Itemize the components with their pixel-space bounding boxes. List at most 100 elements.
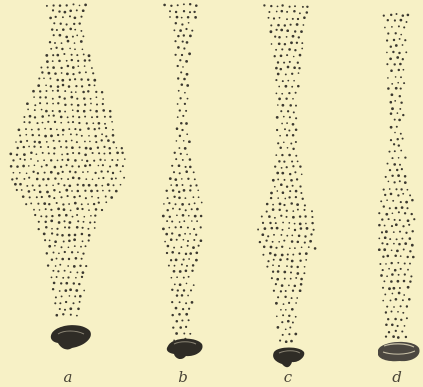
stipple-dot (78, 122, 80, 124)
stipple-dot (98, 127, 100, 129)
stipple-dot (285, 328, 287, 330)
stipple-dot (177, 46, 180, 49)
stipple-dot (75, 85, 77, 87)
stipple-dot (176, 294, 178, 296)
stipple-dot (73, 196, 75, 198)
stipple-dot (407, 256, 409, 258)
stipple-dot (39, 209, 41, 211)
stipple-dot (57, 183, 59, 185)
stipple-dot (185, 313, 188, 316)
stipple-dot (72, 302, 74, 304)
stipple-dot (185, 166, 187, 168)
stipple-dot (272, 179, 275, 182)
stipple-dot (401, 206, 404, 209)
stipple-dot (266, 266, 268, 268)
stipple-dot (400, 101, 402, 103)
stipple-dot (299, 223, 302, 226)
stipple-dot (274, 217, 276, 219)
stipple-dot (28, 177, 30, 179)
stipple-dot (386, 39, 388, 41)
stipple-dot (47, 178, 50, 181)
stipple-dot (193, 196, 195, 198)
stipple-dot (120, 184, 122, 186)
stipple-dot (294, 30, 296, 32)
stipple-dot (79, 129, 81, 131)
stipple-dot (400, 34, 402, 36)
stipple-dot (304, 204, 306, 206)
stipple-dot (96, 103, 98, 105)
stipple-dot (54, 177, 56, 179)
stipple-dot (88, 234, 91, 237)
stipple-dot (180, 122, 183, 125)
stipple-dot (180, 246, 182, 248)
stipple-dot (176, 214, 178, 216)
stipple-dot (263, 246, 266, 249)
stipple-dot (405, 51, 407, 53)
stipple-dot (391, 311, 393, 313)
stipple-dot (40, 215, 42, 217)
stipple-dot (169, 177, 172, 180)
stipple-dot (278, 98, 281, 101)
stipple-dot (181, 54, 183, 56)
stipple-dot (275, 49, 277, 51)
stipple-dot (179, 270, 182, 273)
stipple-dot (304, 242, 306, 244)
stipple-dot (276, 315, 278, 317)
stipple-dot (95, 110, 98, 113)
stipple-dot (50, 171, 53, 174)
stipple-dot (98, 177, 100, 179)
stipple-dot (65, 140, 67, 142)
stipple-dot (190, 185, 192, 187)
stipple-dot (115, 164, 118, 167)
stipple-dot (84, 65, 86, 67)
stipple-dot (88, 54, 91, 57)
stipple-dot (301, 42, 303, 44)
stipple-dot (399, 180, 401, 182)
stipple-dot (411, 213, 413, 215)
stipple-dot (400, 319, 402, 321)
stipple-dot (61, 79, 64, 82)
stipple-dot (26, 102, 29, 105)
stipple-dot (294, 171, 296, 173)
stipple-dot (107, 139, 110, 142)
stipple-dot (396, 138, 398, 140)
stipple-dot (187, 178, 189, 180)
stipple-dot (112, 134, 115, 137)
stipple-dot (70, 210, 72, 212)
stipple-dot (310, 233, 312, 235)
stipple-dot (77, 251, 79, 253)
stipple-dot (387, 163, 389, 165)
stipple-dot (297, 209, 299, 211)
stipple-dot (183, 333, 185, 335)
stipple-dot (388, 218, 390, 220)
stipple-dot (103, 153, 105, 155)
stipple-dot (94, 214, 96, 216)
stipple-dot (172, 189, 175, 192)
stipple-dot (289, 247, 291, 249)
stipple-dot (72, 66, 75, 69)
stipple-dot (273, 17, 275, 19)
stipple-dot (94, 227, 96, 229)
stipple-dot (284, 43, 286, 45)
stipple-dot (292, 185, 294, 187)
stipple-dot (84, 190, 86, 192)
stipple-dot (167, 245, 170, 248)
stipple-dot (89, 164, 91, 166)
stipple-dot (81, 85, 83, 87)
stipple-dot (102, 103, 104, 105)
stipple-dot (288, 129, 290, 131)
stipple-dot (39, 96, 41, 98)
stipple-dot (53, 114, 55, 116)
stipple-dot (275, 67, 278, 70)
stipple-dot (286, 235, 288, 237)
stipple-dot (382, 287, 384, 289)
stipple-dot (78, 177, 81, 180)
stipple-dot (69, 170, 71, 172)
stipple-dot (395, 44, 398, 47)
stipple-dot (390, 193, 393, 196)
stipple-dot (394, 150, 396, 152)
stipple-dot (88, 59, 90, 61)
stipple-dot (87, 90, 89, 92)
stipple-dot (70, 96, 73, 99)
stipple-dot (379, 263, 381, 265)
